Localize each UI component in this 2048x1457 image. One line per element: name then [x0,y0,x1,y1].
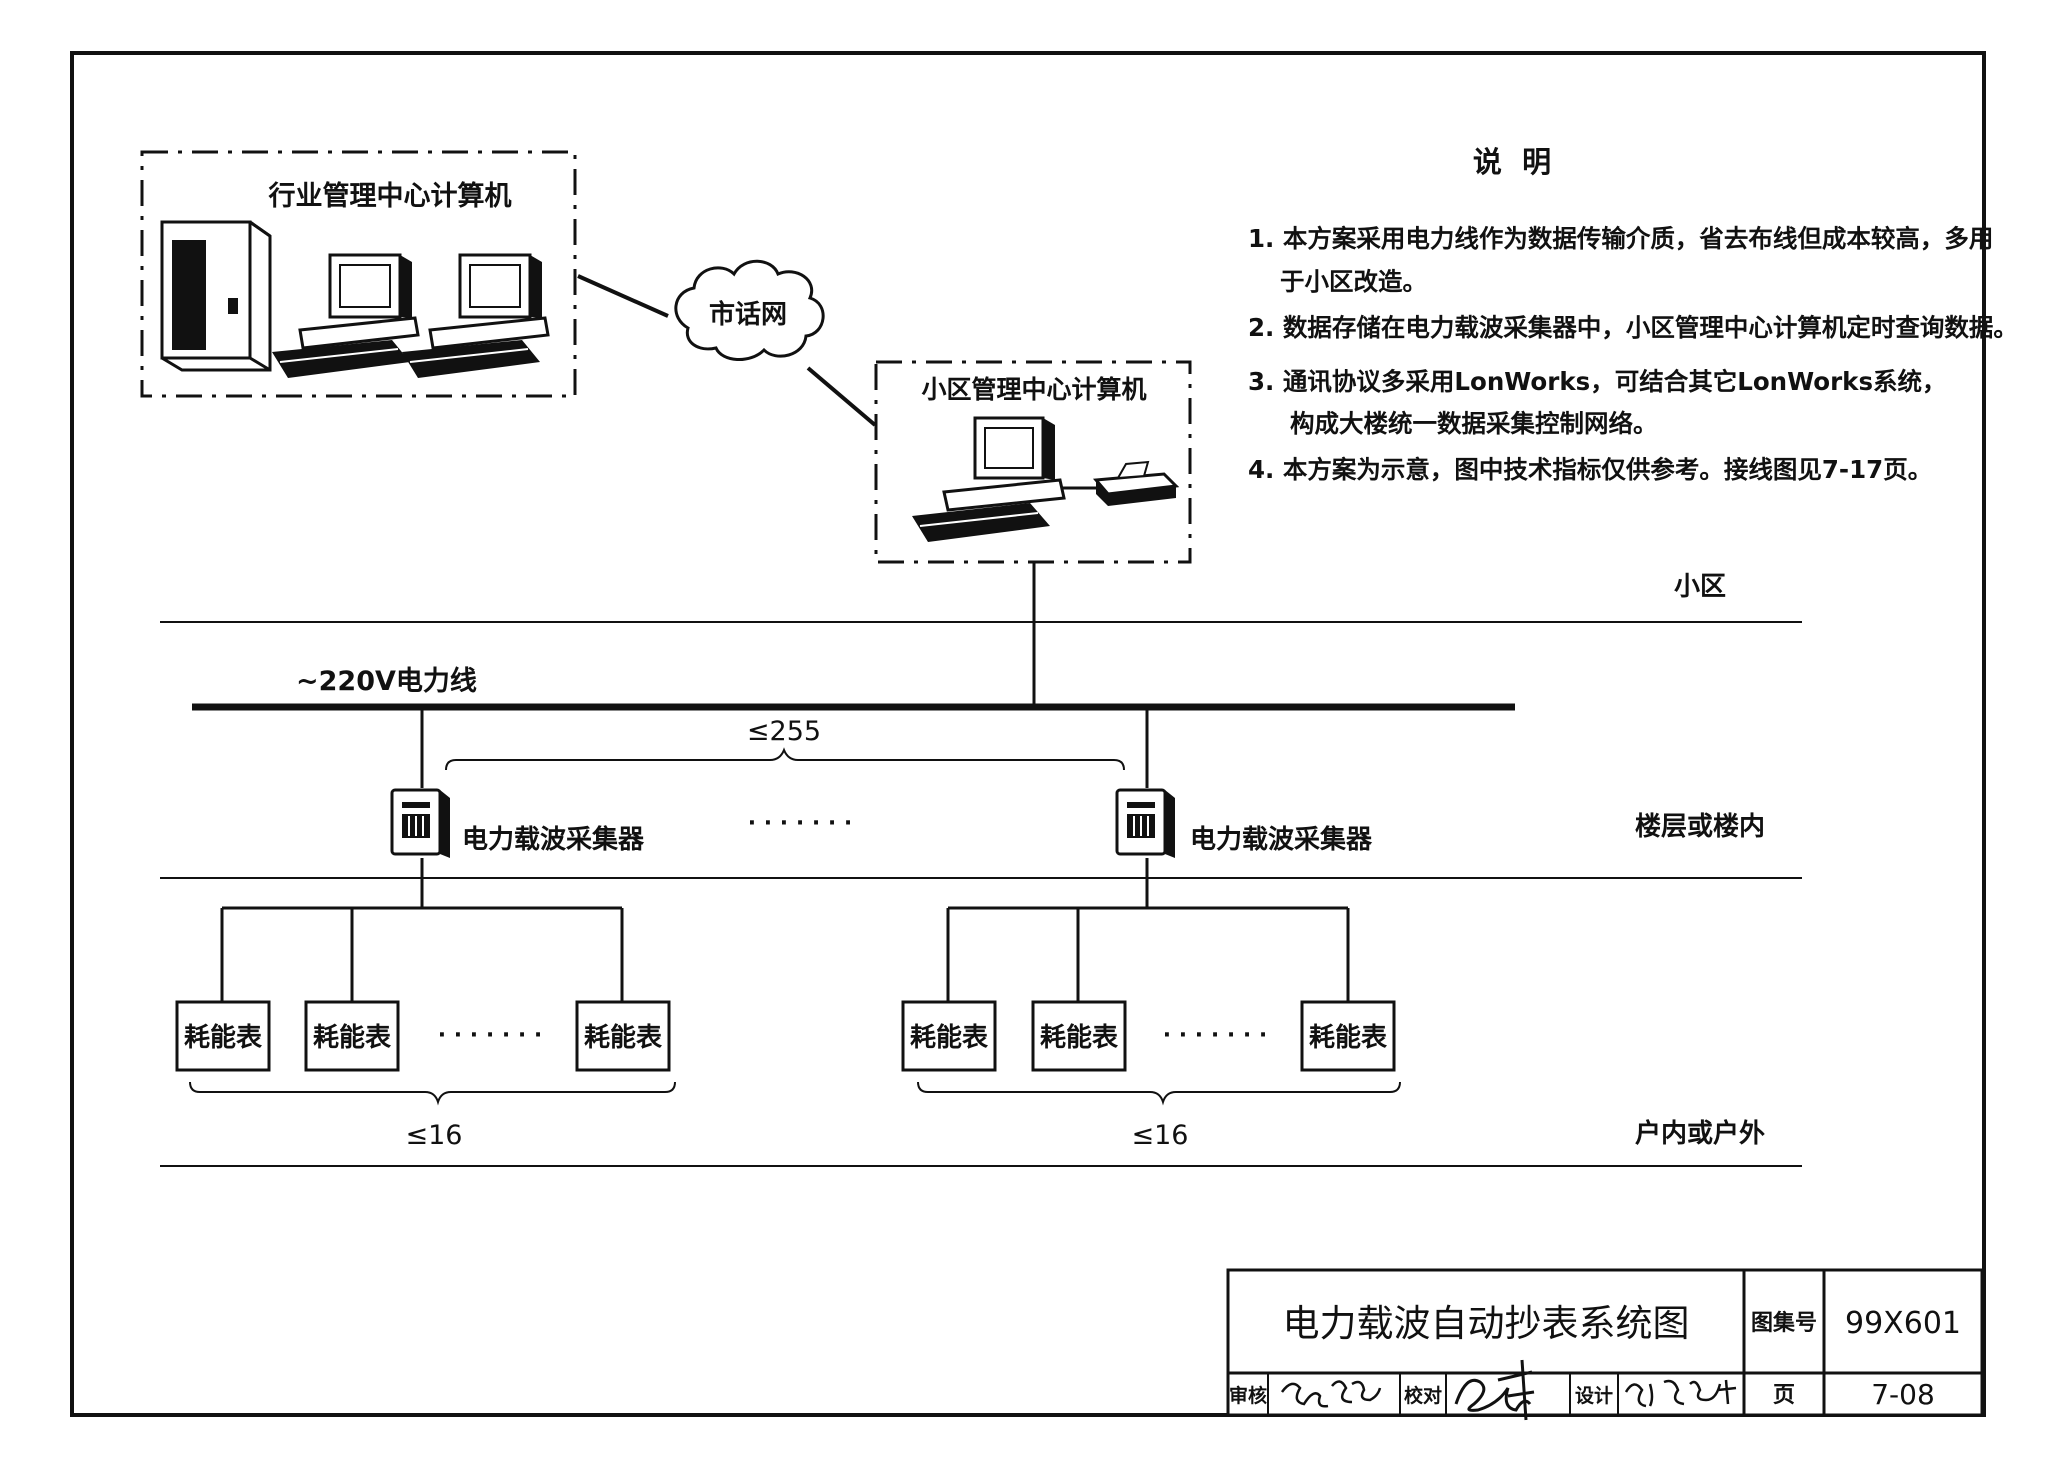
meter-group: 耗能表 耗能表 · · · · · · · 耗能表 ≤16 [901,858,1401,1151]
meter-label: 耗能表 [1040,1022,1119,1053]
notes: 说 明 1. 本方案采用电力线作为数据传输介质，省去布线但成本较高，多用 于小区… [1248,145,2018,484]
note-line: 3. 通讯协议多采用LonWorks，可结合其它LonWorks系统， [1248,367,1947,396]
phone-network-cloud-icon: 市话网 [674,259,825,361]
meter-ellipsis: · · · · · · · [1163,1023,1267,1048]
workstation-icon [402,253,550,378]
note-line: 于小区改造。 [1280,267,1427,296]
meter-group: 耗能表 耗能表 · · · · · · · 耗能表 ≤16 [175,858,676,1151]
check-label: 校对 [1404,1384,1442,1407]
energy-meter: 耗能表 [575,1000,671,1072]
drawing-frame [70,51,1986,1417]
meter-label: 耗能表 [1309,1022,1388,1053]
energy-meter: 耗能表 [1300,1000,1396,1072]
design-label: 设计 [1575,1385,1613,1407]
collector-icon [1115,788,1175,858]
note-line: 4. 本方案为示意，图中技术指标仅供参考。接线图见7-17页。 [1248,455,1932,484]
collector-ellipsis: · · · · · · · [748,811,852,836]
energy-meter: 耗能表 [1031,1000,1127,1072]
zone-label-household: 户内或户外 [1635,1118,1765,1149]
industry-center-label: 行业管理中心计算机 [268,180,512,212]
power-carrier-collector: 电力载波采集器 [1115,788,1373,858]
collector-count-brace: ≤255 [445,716,1125,771]
designer-signature [1624,1379,1737,1408]
checker-signature [1454,1359,1535,1421]
meter-ellipsis: · · · · · · · [438,1023,542,1048]
review-label: 审核 [1229,1384,1267,1407]
collector-icon [390,788,450,858]
energy-meter: 耗能表 [901,1000,997,1072]
page-label: 页 [1773,1383,1795,1408]
community-center-label: 小区管理中心计算机 [921,375,1146,404]
notes-title: 说 明 [1473,145,1551,179]
meter-count-label: ≤16 [1132,1120,1189,1151]
drawing-title: 电力载波自动抄表系统图 [1283,1302,1690,1345]
phone-network-label: 市话网 [709,299,787,330]
note-line: 2. 数据存储在电力载波采集器中，小区管理中心计算机定时查询数据。 [1248,313,2018,342]
server-icon [160,220,272,372]
atlas-number-label: 图集号 [1751,1310,1817,1336]
workstation-icon [272,253,420,378]
page-number: 7-08 [1871,1378,1935,1411]
meter-label: 耗能表 [313,1022,392,1053]
energy-meter: 耗能表 [304,1000,400,1072]
title-block: 电力载波自动抄表系统图 图集号 99X601 审核 校对 设计 页 7-08 [1226,1268,1984,1421]
link-network-to-community [806,366,877,427]
collector-count-label: ≤255 [747,716,821,747]
meter-count-brace [189,1081,676,1106]
power-carrier-collector: 电力载波采集器 [390,788,645,858]
zone-label-community: 小区 [1674,572,1726,602]
power-line-label: ~220V电力线 [296,666,477,697]
printer-icon [1092,460,1180,506]
note-line: 1. 本方案采用电力线作为数据传输介质，省去布线但成本较高，多用 [1248,224,1993,253]
energy-meter: 耗能表 [175,1000,271,1072]
collector-label: 电力载波采集器 [1190,824,1373,855]
meter-label: 耗能表 [584,1022,663,1053]
collector-label: 电力载波采集器 [462,824,645,855]
note-line: 构成大楼统一数据采集控制网络。 [1290,409,1658,438]
meter-label: 耗能表 [910,1022,989,1053]
reviewer-signature [1280,1380,1382,1408]
meter-label: 耗能表 [184,1022,263,1053]
industry-center-group: 行业管理中心计算机 [140,150,577,398]
meter-count-brace [917,1081,1401,1106]
workstation-icon [912,416,1066,542]
community-center-group: 小区管理中心计算机 [874,360,1192,564]
industry-center-box [140,150,577,398]
atlas-number: 99X601 [1845,1306,1961,1341]
meter-count-label: ≤16 [406,1120,463,1151]
zone-label-floor: 楼层或楼内 [1635,812,1765,842]
link-industry-to-network [577,274,669,318]
